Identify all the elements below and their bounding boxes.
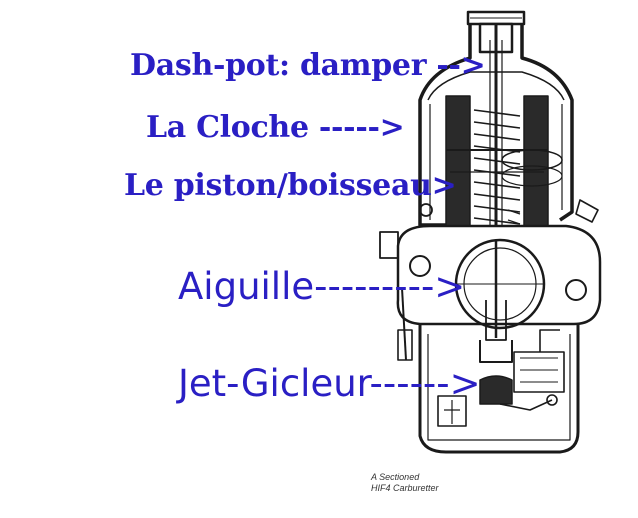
piston-spring: [473, 109, 521, 235]
label-dashpot-damper: Dash-pot: damper -->: [130, 48, 486, 83]
label-jet-gicleur: Jet-Gicleur------>: [178, 362, 481, 405]
label-aiguille: Aiguille--------->: [178, 265, 466, 308]
caption-line-2: HIF4 Carburetter: [371, 483, 439, 493]
carburetter-body: [379, 199, 602, 330]
metering-needle: [479, 240, 513, 363]
label-la-cloche: La Cloche ----->: [146, 110, 405, 145]
piston-body: [445, 95, 563, 229]
label-piston-boisseau: Le piston/boisseau>: [124, 168, 457, 203]
caption-line-1: A Sectioned: [371, 472, 420, 482]
float-chamber: [397, 287, 580, 454]
dashpot-housing: [418, 24, 574, 227]
